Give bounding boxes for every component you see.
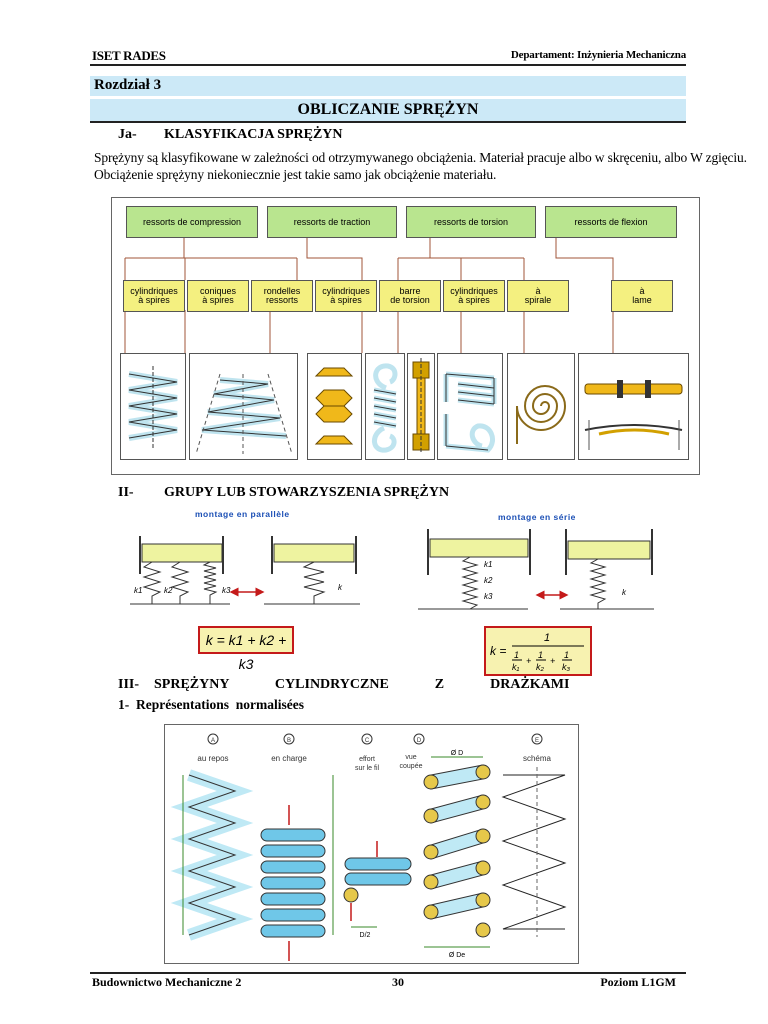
svg-text:C: C bbox=[365, 738, 370, 744]
section-title: GRUPY LUB STOWARZYSZENIA SPRĘŻYN bbox=[164, 485, 450, 500]
spiral-spring-icon bbox=[507, 353, 575, 460]
svg-text:Ø D: Ø D bbox=[451, 750, 463, 757]
chapter-label: Rozdział 3 bbox=[94, 77, 162, 93]
section-title: SPRĘŻYNY CYLINDRYCZNE Z DRAŻKAMI bbox=[154, 677, 570, 692]
svg-text:effort: effort bbox=[359, 756, 375, 763]
svg-text:1: 1 bbox=[538, 650, 543, 660]
svg-text:k₁: k₁ bbox=[512, 662, 520, 672]
section-number: Ja- bbox=[118, 127, 137, 142]
section-paragraph: Sprężyny są klasyfikowane w zależności o… bbox=[94, 150, 747, 182]
chapter-band bbox=[90, 76, 686, 96]
svg-text:E: E bbox=[535, 738, 539, 744]
svg-text:+: + bbox=[550, 656, 555, 666]
footer-level: Poziom L1GM bbox=[600, 975, 676, 989]
svg-text:schéma: schéma bbox=[523, 754, 552, 763]
parallel-formula: k = k1 + k2 + k3 bbox=[198, 626, 294, 672]
svg-text:k3: k3 bbox=[222, 586, 231, 595]
svg-text:sur le fil: sur le fil bbox=[355, 765, 380, 772]
svg-text:1: 1 bbox=[514, 650, 519, 660]
svg-text:B: B bbox=[287, 738, 291, 744]
svg-text:1: 1 bbox=[544, 632, 550, 644]
footer-divider bbox=[90, 972, 686, 974]
page-title: OBLICZANIE SPRĘŻYN bbox=[297, 101, 479, 118]
svg-text:k₂: k₂ bbox=[536, 662, 545, 672]
svg-text:k₃: k₃ bbox=[562, 662, 571, 672]
extension-spring-icon bbox=[365, 353, 405, 460]
conical-spring-icon bbox=[189, 353, 298, 460]
parallel-springs-diagram: k1 k2 k3 k bbox=[130, 536, 360, 605]
svg-text:k: k bbox=[338, 583, 343, 592]
section-title: KLASYFIKACJA SPRĘŻYN bbox=[164, 127, 343, 142]
header-department: Departament: Inżynieria Mechaniczna bbox=[510, 49, 686, 61]
svg-text:au repos: au repos bbox=[197, 754, 228, 763]
section-heading-3: III- SPRĘŻYNY CYLINDRYCZNE Z DRAŻKAMI bbox=[118, 677, 569, 693]
category-flexion: ressorts de flexion bbox=[545, 206, 677, 238]
svg-text:k3: k3 bbox=[484, 592, 493, 601]
svg-text:1: 1 bbox=[564, 650, 569, 660]
series-formula: k = 1 1 k₁ + 1 k₂ + 1 k₃ bbox=[484, 626, 592, 676]
section-heading-1: Ja- KLASYFIKACJA SPRĘŻYN bbox=[118, 127, 343, 143]
category-compression: ressorts de compression bbox=[126, 206, 258, 238]
svg-text:en charge: en charge bbox=[271, 754, 307, 763]
svg-text:A: A bbox=[211, 738, 215, 744]
representation-diagram: A au repos B en charge C effort sur le f… bbox=[164, 724, 579, 964]
svg-text:vue: vue bbox=[405, 754, 416, 761]
header-divider bbox=[90, 64, 686, 66]
classification-diagram: ressorts de compression ressorts de trac… bbox=[111, 197, 700, 475]
footer-course: Budownictwo Mechaniczne 2 bbox=[92, 975, 242, 989]
page-number: 30 bbox=[392, 975, 404, 989]
series-label: montage en série bbox=[498, 512, 576, 522]
subsection-heading: 1- Représentations normalisées bbox=[118, 697, 304, 712]
leaf-spring-icon bbox=[578, 353, 689, 460]
section-number: III- bbox=[118, 677, 140, 692]
disc-spring-icon bbox=[307, 353, 362, 460]
svg-text:k2: k2 bbox=[484, 576, 493, 585]
series-springs-diagram: k1 k2 k3 k bbox=[418, 529, 654, 610]
svg-text:+: + bbox=[526, 656, 531, 666]
spring-representations-drawing: A au repos B en charge C effort sur le f… bbox=[170, 733, 567, 961]
header-institution: ISET RADES bbox=[92, 48, 166, 63]
torsion-bar-icon bbox=[407, 353, 435, 460]
svg-text:k1: k1 bbox=[134, 586, 142, 595]
svg-text:D/2: D/2 bbox=[360, 932, 371, 939]
title-band bbox=[90, 99, 686, 123]
svg-text:k =: k = bbox=[490, 644, 506, 658]
svg-text:Ø De: Ø De bbox=[449, 952, 465, 959]
cylindrical-torsion-spring-icon bbox=[437, 353, 503, 460]
svg-text:k2: k2 bbox=[164, 586, 173, 595]
section-number: II- bbox=[118, 485, 134, 500]
series-formula-math: k = 1 1 k₁ + 1 k₂ + 1 k₃ bbox=[490, 632, 584, 672]
svg-text:D: D bbox=[417, 738, 422, 744]
svg-text:k: k bbox=[622, 588, 627, 597]
svg-text:coupée: coupée bbox=[400, 763, 423, 770]
parallel-label: montage en parallèle bbox=[195, 509, 290, 519]
section-heading-2: II- GRUPY LUB STOWARZYSZENIA SPRĘŻYN bbox=[118, 485, 449, 501]
category-traction: ressorts de traction bbox=[267, 206, 397, 238]
cylindrical-compression-spring-icon bbox=[120, 353, 186, 460]
svg-text:k1: k1 bbox=[484, 560, 492, 569]
connector-lines bbox=[124, 236, 614, 353]
category-torsion: ressorts de torsion bbox=[406, 206, 536, 238]
